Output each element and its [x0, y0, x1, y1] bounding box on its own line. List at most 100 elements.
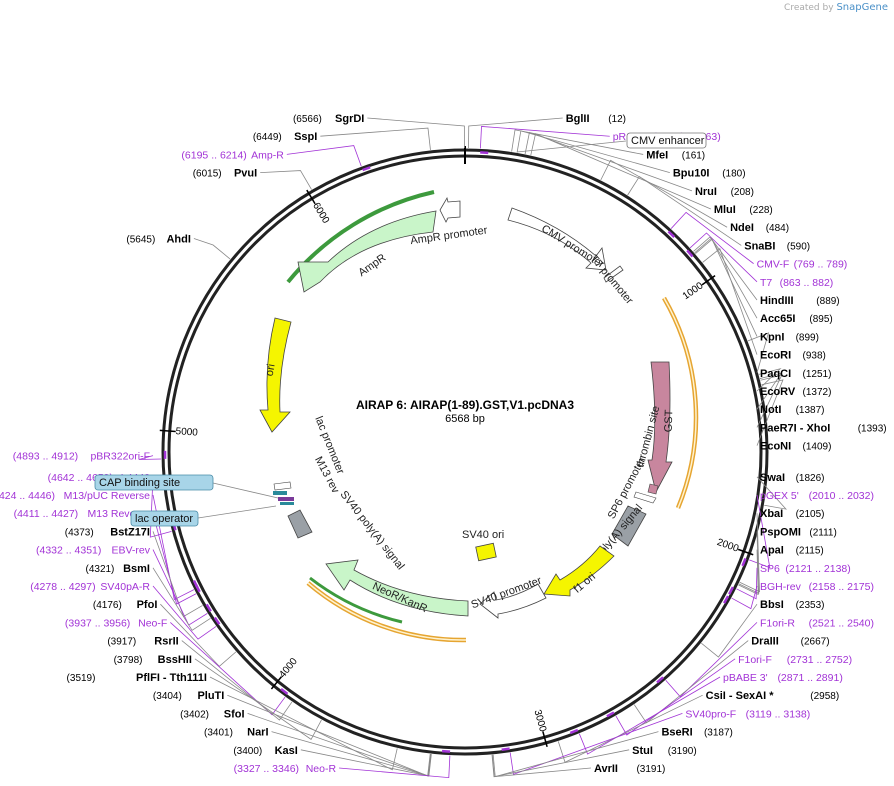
site-mfei: MfeI(161): [646, 149, 705, 161]
site-pluti-name: PluTI: [197, 690, 224, 702]
gst-arrow: [647, 361, 673, 494]
cap-binding-site-marker: [273, 491, 287, 495]
primer-m13-reverse-marker: [194, 584, 201, 593]
primer-m13-reverse-leader: [152, 513, 197, 605]
site-avrii-leader: [491, 754, 591, 778]
gst-orf-bar-inner: [663, 297, 697, 509]
site-ecori-name: EcoRI: [760, 350, 791, 362]
tick-label-4000: 4000: [277, 656, 300, 681]
primer-sv40pro-f-name: SV40pro-F: [685, 708, 736, 720]
site-sgrdi-name: SgrDI: [335, 113, 364, 125]
site-xbai: XbaI(2105): [760, 508, 825, 520]
sv40-promoter-arrow: [479, 583, 547, 619]
site-pfoi-name: PfoI: [137, 599, 158, 611]
site-acc65i-position: (895): [809, 314, 832, 325]
site-bglii-leader: [468, 117, 563, 149]
site-bglii: BglII(12): [566, 113, 626, 125]
cap-binding-site-label: CAP binding site: [99, 477, 180, 489]
site-pvui-position: (6015): [193, 169, 222, 180]
site-sfoi: SfoI(3402): [180, 708, 245, 720]
site-stui: StuI(3190): [632, 745, 697, 757]
primer-l4440-leader: [149, 476, 172, 538]
site-kpni-name: KpnI: [760, 331, 784, 343]
site-sgrdi-leader: [367, 117, 465, 149]
neor-green-bar: [309, 576, 403, 624]
backbone-inner-ring: [167, 154, 763, 750]
lac-operator-label: lac operator: [135, 513, 193, 525]
tick-label-5000: 5000: [175, 426, 198, 439]
primer-sp6-name: SP6: [760, 563, 780, 575]
primer-m13-puc-reverse-name: M13/pUC Reverse: [64, 490, 151, 502]
site-noti-leader: [756, 372, 783, 410]
site-econi: EcoNI(1409): [760, 441, 831, 453]
site-ahdi-name: AhdI: [166, 233, 190, 245]
site-bpu10i-leader: [516, 130, 670, 174]
site-sspi: SspI(6449): [253, 131, 318, 143]
site-kasi-name: KasI: [275, 745, 298, 757]
primer-f1ori-r-marker: [656, 676, 664, 684]
site-paqci: PaqCI(1251): [760, 368, 831, 380]
primer-pbabe-3-position: (2871 .. 2891): [777, 672, 842, 684]
site-noti: NotI(1387): [760, 404, 825, 416]
primer-pbr322ori-f: pBR322ori-F(4893 .. 4912): [13, 451, 150, 463]
sp6-promoter-arrow: [633, 491, 657, 504]
site-paqci-position: (1251): [803, 369, 832, 380]
primer-amp-r-name: Amp-R: [251, 149, 284, 161]
site-mfei-leader: [511, 129, 644, 155]
neor-orf-bar-inner: [307, 582, 467, 641]
site-nari-name: NarI: [247, 727, 268, 739]
primer-neo-r-name: Neo-R: [306, 763, 337, 775]
tick-mark-1000: [701, 275, 716, 286]
site-sfoi-position: (3402): [180, 709, 209, 720]
gst-label: GST: [663, 409, 676, 432]
site-bseri: BseRI(3187): [661, 727, 732, 739]
primer-prs-marker-leader: [480, 125, 610, 149]
primer-neo-f-name: Neo-F: [138, 617, 167, 629]
site-bglii-name: BglII: [566, 113, 590, 125]
primer-ebv-rev-position: (4332 .. 4351): [36, 545, 101, 557]
site-swai-position: (1826): [796, 473, 825, 484]
site-bstz17i: BstZ17I(4373): [65, 526, 150, 538]
primer-f1ori-r-name: F1ori-R: [760, 617, 795, 629]
site-mfei-position: (161): [682, 150, 705, 161]
backbone-outer-ring: [161, 148, 769, 756]
site-kpni-position: (899): [796, 332, 819, 343]
site-ecori-leader: [702, 248, 758, 355]
primer-pgex-5-name: pGEX 5': [760, 490, 799, 502]
site-hindiii: HindIII(889): [760, 295, 840, 307]
primer-m13-puc-reverse-leader: [152, 494, 195, 601]
site-bsshii-position: (3798): [114, 655, 143, 666]
credit-prefix: Created by: [784, 3, 834, 13]
site-paer7i-xhoi-name: PaeR7I - XhoI: [760, 422, 830, 434]
site-rsrii-leader: [181, 640, 293, 721]
primer-sv40pa-r-marker: [213, 616, 221, 625]
site-hindiii-leader: [693, 236, 758, 301]
site-hindiii-name: HindIII: [760, 295, 794, 307]
site-bbsi-position: (2353): [796, 600, 825, 611]
site-apai-position: (2115): [796, 546, 824, 557]
primer-sp6-leader: [736, 567, 758, 600]
site-xbai-position: (2105): [796, 509, 825, 520]
ampr-promoter-arrow: [439, 196, 461, 223]
primer-cmv-f-marker: [667, 230, 676, 238]
site-ndei: NdeI(484): [730, 222, 789, 234]
primer-pbr322ori-f-leader: [138, 455, 162, 460]
site-csii-sexai-position: (2958): [810, 691, 839, 702]
primer-bgh-rev-name: BGH-rev: [760, 581, 802, 593]
primer-bgh-rev-position: (2158 .. 2175): [809, 581, 874, 593]
site-rsrii-name: RsrII: [154, 636, 178, 648]
site-bbsi: BbsI (2353): [760, 599, 825, 611]
site-pflfi-tth111i: PflFI - Tth111I(3519): [67, 672, 207, 684]
site-bpu10i: Bpu10I(180): [673, 168, 746, 180]
primer-f1ori-f-position: (2731 .. 2752): [787, 654, 852, 666]
lac-promoter-marker: [273, 481, 292, 491]
site-csii-sexai: CsiI - SexAI *(2958): [706, 690, 840, 702]
site-ecorv-leader: [756, 367, 782, 392]
site-bbsi-name: BbsI: [760, 599, 784, 611]
primer-cmv-f: CMV-F(769 .. 789): [757, 259, 848, 271]
primer-sv40pa-r: SV40pA-R(4278 .. 4297): [30, 581, 150, 593]
tick-mark-3000: [542, 731, 548, 747]
site-ndei-leader: [600, 159, 728, 228]
plasmid-name: AIRAP 6: AIRAP(1-89).GST,V1.pcDNA3: [356, 398, 574, 412]
site-sspi-name: SspI: [294, 131, 317, 143]
